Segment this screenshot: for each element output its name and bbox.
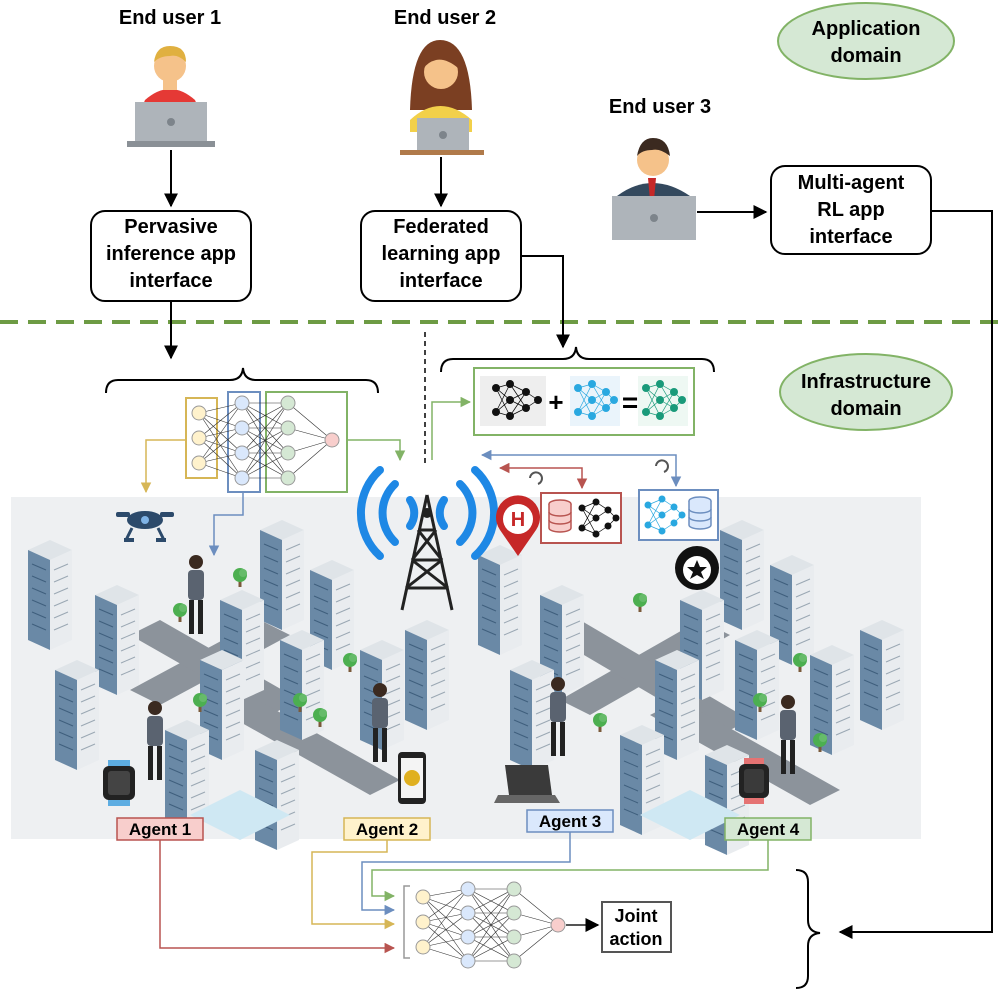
neural-network-icon [185, 391, 348, 493]
smartwatch-icon [103, 760, 135, 806]
svg-text:H: H [511, 509, 525, 531]
smartphone-icon [398, 752, 426, 804]
laptop-icon [612, 196, 696, 240]
marl-line1: Multi-agent [798, 172, 905, 194]
application-domain-badge: Application domain [777, 2, 955, 80]
laptop-icon [400, 118, 484, 155]
agent-3-text: Agent 3 [539, 812, 601, 831]
user-arrows [164, 150, 993, 939]
end-user-3-label: End user 3 [609, 96, 711, 118]
police-badge-icon [675, 546, 719, 590]
database-icon [548, 499, 572, 533]
pervasive-inference-interface-box: Pervasive inference app interface [90, 210, 252, 302]
antenna-tower-icon [356, 466, 499, 611]
brace-pervasive [105, 367, 379, 394]
neural-network-icon [578, 498, 620, 538]
neural-network-icon [644, 495, 686, 535]
agent-2-label: Agent 2 [343, 817, 431, 841]
agent-3-arrow [361, 832, 571, 916]
infrastructure-domain-line2: domain [830, 398, 901, 420]
plus-symbol: + [548, 387, 563, 417]
arrow-to-tower [347, 439, 406, 462]
arrow-to-agent-cloud [208, 492, 244, 557]
agent-1-arrow [159, 840, 396, 954]
joint-action-box: Joint action [601, 901, 672, 953]
arrow-to-drone [140, 439, 186, 494]
agent-4-arrow [371, 840, 769, 902]
laptop-icon [494, 765, 560, 803]
agent-2-arrow [311, 840, 396, 930]
end-user-2-label: End user 2 [394, 7, 496, 29]
joint-action-line1: Joint [615, 906, 658, 926]
refresh-icon [529, 459, 669, 485]
federated-line3: interface [399, 270, 482, 292]
laptop-icon [127, 102, 215, 147]
user-avatar-icon [617, 138, 690, 206]
brace-marl [795, 869, 821, 989]
infrastructure-domain-line1: Infrastructure [801, 371, 931, 393]
federated-line2: learning app [382, 243, 501, 265]
agent-1-label: Agent 1 [116, 817, 204, 841]
federated-line1: Federated [393, 216, 489, 238]
application-domain-line2: domain [830, 45, 901, 67]
infrastructure-domain-badge: Infrastructure domain [779, 353, 953, 431]
neural-network-icon [492, 380, 542, 420]
agent-2-text: Agent 2 [356, 820, 418, 839]
hospital-pin-icon: H [496, 495, 540, 556]
drone-icon [116, 511, 174, 542]
equals-symbol: = [622, 387, 638, 418]
tower-police-sync-arrow [480, 449, 682, 488]
city-scene [11, 497, 921, 856]
joint-action-line2: action [609, 929, 662, 949]
pervasive-line1: Pervasive [124, 216, 217, 238]
agent-3-label: Agent 3 [526, 809, 614, 833]
smartwatch-icon [739, 758, 769, 804]
tower-to-aggregator-arrow [431, 396, 472, 460]
neural-network-icon [403, 881, 566, 969]
multi-agent-rl-interface-box: Multi-agent RL app interface [770, 165, 932, 255]
brace-federated [440, 346, 715, 373]
marl-line3: interface [809, 226, 892, 248]
neural-network-icon [574, 380, 618, 420]
marl-line2: RL app [817, 199, 884, 221]
agent-4-text: Agent 4 [737, 820, 800, 839]
pervasive-line3: interface [129, 270, 212, 292]
federated-learning-interface-box: Federated learning app interface [360, 210, 522, 302]
end-user-1-label: End user 1 [119, 7, 221, 29]
pervasive-line2: inference app [106, 243, 236, 265]
agent-1-text: Agent 1 [129, 820, 191, 839]
application-domain-line1: Application [812, 18, 921, 40]
database-icon [688, 496, 712, 530]
agent-4-label: Agent 4 [724, 817, 812, 841]
neural-network-icon [642, 380, 686, 420]
